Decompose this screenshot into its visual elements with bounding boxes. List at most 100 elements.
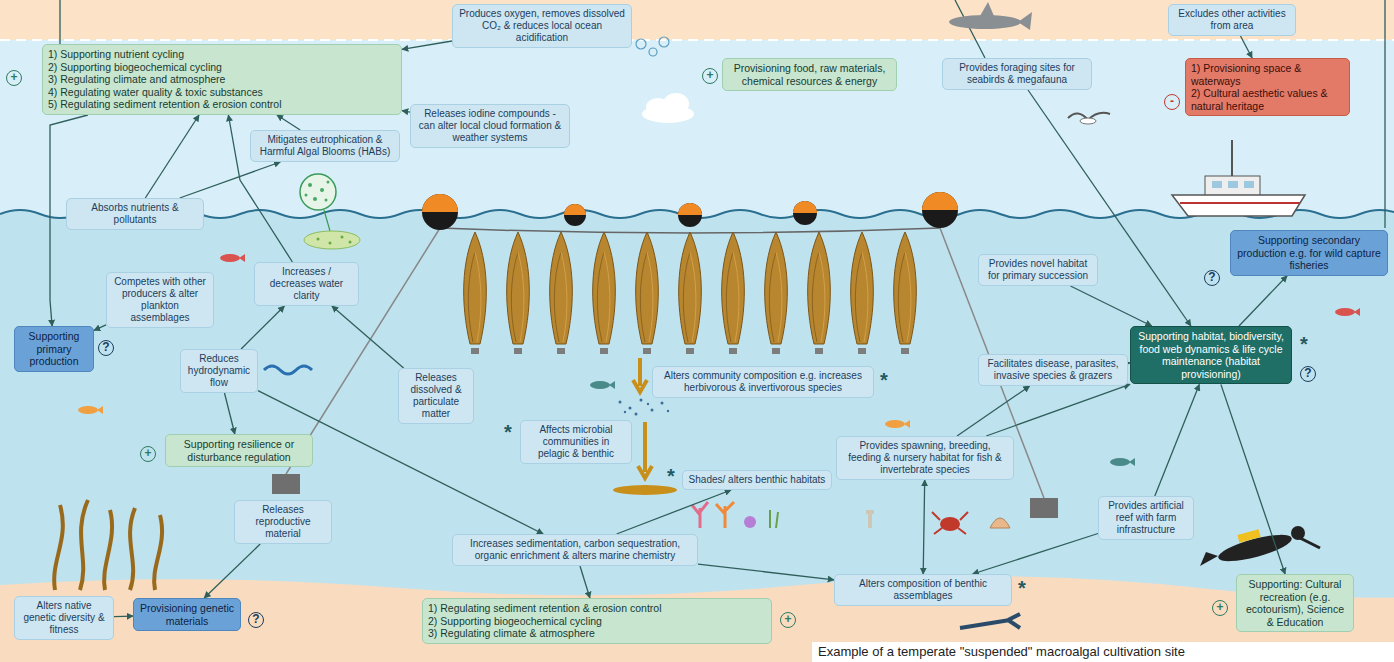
process-box: Reduces hydrodynamic flow (180, 349, 258, 393)
box-text: 3) Regulating climate & atmosphere (428, 627, 766, 640)
process-box: Provides artificial reef with farm infra… (1098, 496, 1194, 540)
box-text: Mitigates eutrophication & Harmful Algal… (256, 134, 394, 158)
connector-arrow (986, 384, 1130, 436)
box-text: Provides novel habitat for primary succe… (984, 258, 1092, 282)
asterisk-mark: * (667, 466, 675, 486)
box-text: 5) Regulating sediment retention & erosi… (48, 98, 396, 111)
connector-arrow (145, 115, 199, 198)
connector-arrow (617, 490, 731, 534)
connector-arrow (973, 534, 1098, 575)
process-box: Shades/ alters benthic habitats (682, 470, 832, 490)
process-box: Competes with other producers & alter pl… (106, 272, 214, 328)
box-text: Increases sedimentation, carbon sequestr… (458, 538, 692, 562)
box-text: 1) Regulating sediment retention & erosi… (428, 602, 766, 615)
connector-arrow (698, 564, 834, 580)
process-box: Increases / decreases water clarity (254, 262, 359, 306)
connector-arrow (241, 306, 284, 349)
asterisk-mark: * (504, 422, 512, 442)
box-text: Excludes other activities from area (1174, 8, 1290, 32)
connector-arrow (957, 386, 1030, 436)
service-box: Provisioning food, raw materials, chemic… (722, 58, 897, 91)
impact-symbol: + (6, 70, 22, 86)
connector-arrow (180, 162, 281, 198)
connector-arrow (94, 325, 106, 331)
impact-symbol: + (780, 612, 796, 628)
process-box: Produces oxygen, removes dissolved CO₂ &… (452, 4, 632, 48)
process-box: Provides foraging sites for seabirds & m… (942, 58, 1092, 90)
process-box: Releases iodine compounds - can alter lo… (410, 104, 570, 148)
service-box: Supporting primary production (14, 326, 94, 372)
process-box: Releases reproductive material (234, 500, 332, 544)
box-text: 1) Supporting nutrient cycling (48, 48, 396, 61)
box-text: Provisioning genetic materials (139, 602, 235, 627)
box-text: Produces oxygen, removes dissolved CO₂ &… (458, 8, 626, 44)
connector-arrow (1221, 384, 1285, 574)
process-box: Affects microbial communities in pelagic… (520, 420, 632, 464)
box-text: Supporting secondary production e.g. for… (1236, 234, 1382, 272)
box-text: 2) Cultural aesthetic values & natural h… (1191, 87, 1344, 112)
box-text: Facilitates disease, parasites, invasive… (984, 358, 1122, 382)
process-box: Mitigates eutrophication & Harmful Algal… (250, 130, 400, 162)
box-text: Supporting primary production (20, 330, 88, 368)
box-text: Increases / decreases water clarity (260, 266, 353, 302)
impact-symbol: ? (98, 340, 114, 356)
process-box: Absorbs nutrients & pollutants (66, 198, 204, 230)
connector-arrow (332, 306, 404, 368)
connector-arrow (923, 480, 925, 574)
connector-arrow (114, 615, 133, 617)
box-text: 1) Provisioning space & waterways (1191, 62, 1344, 87)
service-box: Supporting: Cultural recreation (e.g. ec… (1236, 574, 1354, 632)
process-box: Increases sedimentation, carbon sequestr… (452, 534, 698, 566)
process-box: Alters native genetic diversity & fitnes… (14, 596, 114, 640)
box-text: Releases dissolved & particulate matter (404, 372, 468, 420)
connector-arrow (1028, 90, 1191, 326)
asterisk-mark: * (880, 370, 888, 390)
process-box: Facilitates disease, parasites, invasive… (978, 354, 1128, 386)
box-text: Supporting resilience or disturbance reg… (171, 438, 307, 463)
box-text: Alters community composition e.g. increa… (658, 370, 868, 394)
process-box: Releases dissolved & particulate matter (398, 368, 474, 424)
service-box: Supporting secondary production e.g. for… (1230, 230, 1388, 276)
box-text: 3) Regulating climate and atmosphere (48, 73, 396, 86)
service-box: Provisioning genetic materials (133, 598, 241, 631)
connector-arrow (402, 111, 410, 112)
box-text: Releases reproductive material (240, 504, 326, 540)
box-text: Shades/ alters benthic habitats (688, 474, 826, 486)
box-text: Provides foraging sites for seabirds & m… (948, 62, 1086, 86)
box-text: Provisioning food, raw materials, chemic… (728, 62, 891, 87)
connector-arrow (580, 566, 590, 598)
impact-symbol: - (1164, 94, 1180, 110)
box-text: Supporting: Cultural recreation (e.g. ec… (1242, 578, 1348, 628)
impact-symbol: + (1212, 600, 1228, 616)
asterisk-mark: * (1018, 578, 1026, 598)
process-box: Provides spawning, breeding, feeding & n… (836, 436, 1014, 480)
service-box: Supporting resilience or disturbance reg… (165, 434, 313, 467)
connector-arrow (402, 41, 452, 49)
box-text: Provides artificial reef with farm infra… (1104, 500, 1188, 536)
process-box: Alters community composition e.g. increa… (652, 366, 874, 398)
impact-symbol: + (140, 446, 156, 462)
connector-arrow (1241, 36, 1253, 58)
box-text: 2) Supporting biogeochemical cycling (428, 615, 766, 628)
box-text: Competes with other producers & alter pl… (112, 276, 208, 324)
box-text: Absorbs nutrients & pollutants (72, 202, 198, 226)
box-text: Alters composition of benthic assemblage… (840, 578, 1006, 602)
disservice-box: 1) Provisioning space & waterways2) Cult… (1185, 58, 1350, 116)
connector-arrow (204, 544, 260, 598)
service-box: 1) Supporting nutrient cycling2) Support… (42, 44, 402, 115)
connector-arrow (225, 393, 235, 434)
impact-symbol: ? (248, 612, 264, 628)
caption: Example of a temperate "suspended" macro… (812, 642, 1394, 662)
box-text: 2) Supporting biogeochemical cycling (48, 61, 396, 74)
impact-symbol: + (702, 68, 718, 84)
impact-symbol: ? (1204, 270, 1220, 286)
box-text: Reduces hydrodynamic flow (186, 353, 252, 389)
connector-arrow (1155, 384, 1200, 496)
service-box: 1) Regulating sediment retention & erosi… (422, 598, 772, 644)
box-text: Affects microbial communities in pelagic… (526, 424, 626, 460)
process-box: Provides novel habitat for primary succe… (978, 254, 1098, 286)
box-text: Releases iodine compounds - can alter lo… (416, 108, 564, 144)
box-text: Provides spawning, breeding, feeding & n… (842, 440, 1008, 476)
box-text: 4) Regulating water quality & toxic subs… (48, 86, 396, 99)
impact-symbol: ? (1300, 366, 1316, 382)
